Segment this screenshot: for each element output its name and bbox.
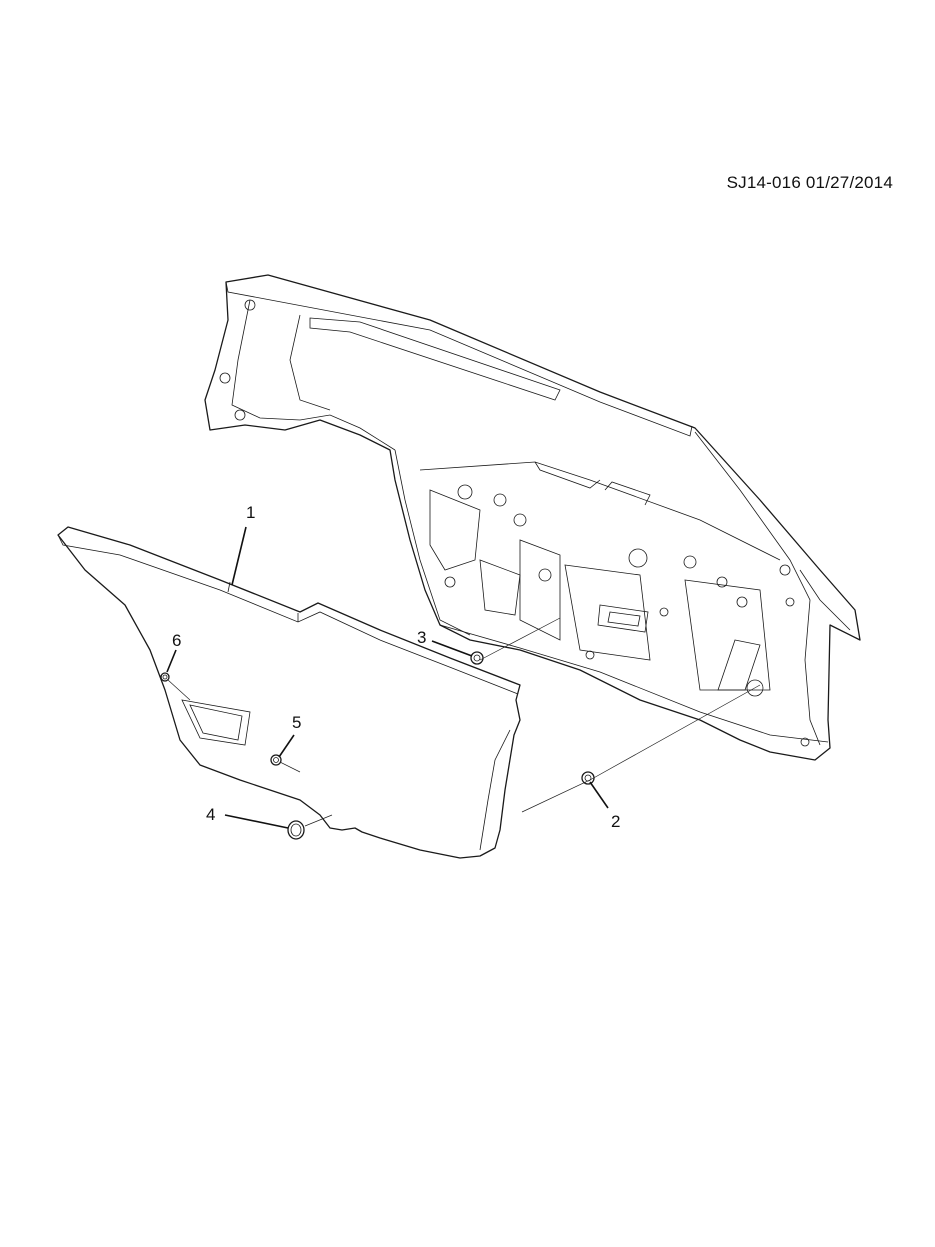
callout-1: 1 bbox=[246, 503, 255, 522]
liftgate-inner-panel bbox=[204, 274, 861, 761]
alignment-lines bbox=[167, 617, 761, 827]
callout-2: 2 bbox=[611, 812, 620, 831]
callout-6: 6 bbox=[172, 631, 181, 650]
callout-3: 3 bbox=[417, 628, 426, 647]
screw bbox=[270, 754, 282, 766]
leader-lines bbox=[166, 526, 609, 829]
clip bbox=[160, 672, 170, 682]
diagram-reference-label: SJ14-016 01/27/2014 bbox=[726, 173, 893, 192]
plug bbox=[287, 820, 305, 840]
callout-4: 4 bbox=[206, 805, 215, 824]
trim-panel bbox=[57, 526, 521, 859]
pin bbox=[470, 651, 484, 665]
callout-5: 5 bbox=[292, 713, 301, 732]
retainer bbox=[581, 771, 595, 785]
